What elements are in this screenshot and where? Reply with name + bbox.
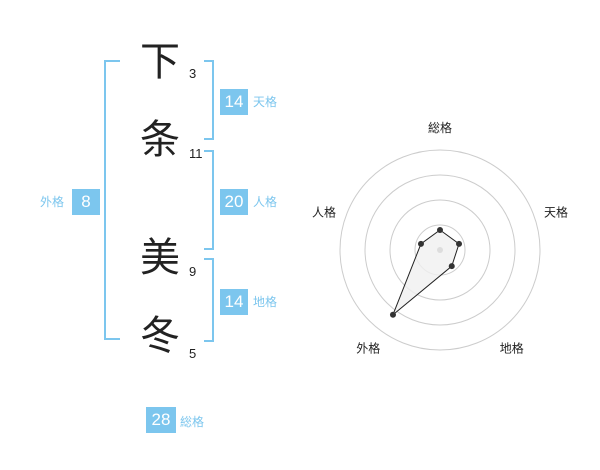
chikaku-bracket [204, 258, 214, 342]
tenkaku-label: 天格 [253, 95, 278, 109]
radar-point-1 [437, 227, 443, 233]
name-char-1: 下 [140, 39, 180, 85]
jinkaku-value: 20 [220, 189, 248, 215]
radar-point-3 [448, 263, 455, 270]
jinkaku-bracket [204, 150, 214, 250]
name-char-4: 冬 [140, 313, 180, 359]
radar-ring-2 [389, 199, 491, 301]
gaikaku-bracket [104, 60, 120, 340]
gaikaku-label: 外格 [40, 195, 65, 209]
soukaku-value: 28 [146, 407, 176, 433]
radar-point-4 [389, 311, 396, 318]
jinkaku-label: 人格 [253, 195, 278, 209]
tenkaku-value: 14 [220, 89, 248, 115]
stroke-count-4: 5 [189, 346, 197, 361]
soukaku-label: 総格 [180, 415, 205, 429]
radar-axis-label-2: 天格 [544, 204, 568, 219]
radar-axis-label-5: 人格 [312, 204, 336, 219]
chikaku-value: 14 [220, 289, 248, 315]
radar-axis-label-3: 地格 [500, 341, 524, 356]
radar-axis-label-1: 総格 [428, 120, 452, 135]
stroke-count-2: 11 [189, 146, 203, 161]
name-char-2: 条 [140, 117, 180, 163]
tenkaku-bracket [204, 60, 214, 140]
radar-center [437, 247, 443, 253]
chikaku-label: 地格 [253, 295, 278, 309]
radar-axis-label-4: 外格 [356, 341, 380, 356]
gaikaku-value: 8 [72, 189, 100, 215]
radar-ring-4 [339, 149, 541, 351]
radar-point-2 [456, 240, 463, 247]
stroke-count-1: 3 [189, 66, 197, 81]
radar-area [392, 229, 460, 316]
radar-point-5 [417, 240, 424, 247]
name-char-3: 美 [140, 235, 180, 281]
radar-ring-3 [364, 174, 516, 326]
stroke-count-3: 9 [189, 264, 197, 279]
